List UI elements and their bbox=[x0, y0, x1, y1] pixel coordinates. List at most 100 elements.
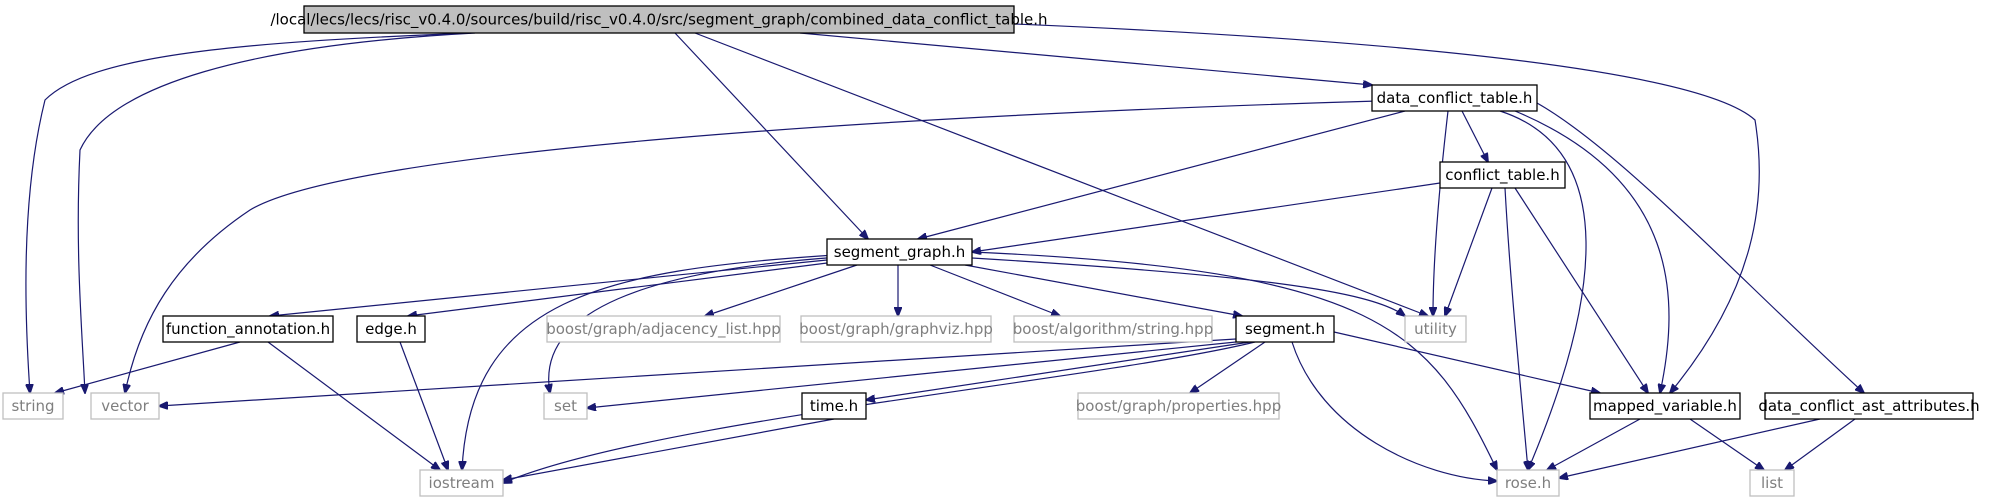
node-label: boost/graph/properties.hpp bbox=[1076, 397, 1281, 415]
edge-data-conflict-table-h-to-rose-h bbox=[1499, 110, 1587, 470]
node-box bbox=[826, 238, 973, 266]
edge-conflict-table-h-to-utility bbox=[1445, 187, 1493, 316]
node-label: data_conflict_ast_attributes.h bbox=[1758, 397, 1979, 416]
node-label: function_annotation.h bbox=[166, 320, 330, 339]
node-label: string bbox=[11, 397, 54, 415]
node-box bbox=[1496, 469, 1560, 497]
edge-data-conflict-table-h-to-mapped-variable-h bbox=[1514, 110, 1670, 393]
edge-data-conflict-table-h-to-utility bbox=[1433, 110, 1449, 316]
node-set: set bbox=[543, 392, 588, 420]
edge-segment-graph-h-to-adjacency-list bbox=[705, 264, 858, 316]
edge-segment-h-to-iostream bbox=[503, 341, 1256, 483]
node-rose-h: rose.h bbox=[1496, 469, 1560, 497]
node-label: boost/graph/graphviz.hpp bbox=[799, 320, 993, 338]
edge-segment-graph-h-to-rose-h bbox=[971, 251, 1497, 470]
node-list: list bbox=[1749, 469, 1795, 497]
node-segment-h[interactable]: segment.h bbox=[1235, 315, 1335, 343]
edge-root-to-utility bbox=[694, 32, 1428, 316]
node-box bbox=[1235, 315, 1335, 343]
node-root[interactable]: /local/lecs/lecs/risc_v0.4.0/sources/bui… bbox=[270, 5, 1048, 34]
node-data-conflict-ast-attributes-h[interactable]: data_conflict_ast_attributes.h bbox=[1758, 392, 1980, 420]
node-label: rose.h bbox=[1505, 474, 1551, 492]
node-box bbox=[2, 392, 64, 420]
node-label: boost/algorithm/string.hpp bbox=[1013, 320, 1213, 338]
node-data-conflict-table-h[interactable]: data_conflict_table.h bbox=[1371, 84, 1538, 112]
node-function-annotation-h[interactable]: function_annotation.h bbox=[162, 315, 334, 343]
edge-data-conflict-table-h-to-vector bbox=[125, 100, 1379, 393]
edge-root-to-segment-graph-h bbox=[674, 32, 868, 239]
edge-mapped-variable-h-to-rose-h bbox=[1547, 418, 1641, 470]
node-label: time.h bbox=[810, 397, 858, 415]
node-vector: vector bbox=[90, 392, 160, 420]
node-time-h[interactable]: time.h bbox=[801, 392, 867, 420]
node-label: utility bbox=[1414, 320, 1457, 338]
node-box bbox=[1589, 392, 1741, 420]
edge-segment-h-to-properties bbox=[1190, 341, 1266, 393]
edge-segment-graph-h-to-edge-h bbox=[408, 261, 836, 316]
node-box bbox=[1404, 315, 1467, 343]
node-algorithm-string: boost/algorithm/string.hpp bbox=[1013, 315, 1213, 343]
edge-segment-graph-h-to-function-annotation-h bbox=[270, 259, 828, 316]
edge-root-to-data-conflict-table-h bbox=[799, 32, 1372, 85]
node-label: /local/lecs/lecs/risc_v0.4.0/sources/bui… bbox=[270, 11, 1047, 30]
edge-layer bbox=[25, 23, 1864, 483]
node-box bbox=[1439, 161, 1566, 189]
node-iostream: iostream bbox=[419, 469, 504, 497]
node-adjacency-list: boost/graph/adjacency_list.hpp bbox=[546, 315, 781, 343]
node-box bbox=[546, 315, 781, 343]
edge-segment-h-to-time-h bbox=[866, 341, 1251, 400]
node-box bbox=[162, 315, 334, 343]
node-box bbox=[303, 5, 1015, 34]
node-segment-graph-h[interactable]: segment_graph.h bbox=[826, 238, 973, 266]
node-box bbox=[90, 392, 160, 420]
edge-segment-graph-h-to-set bbox=[549, 256, 841, 393]
node-label: conflict_table.h bbox=[1445, 166, 1559, 185]
node-label: vector bbox=[101, 397, 149, 415]
node-box bbox=[800, 315, 992, 343]
edge-segment-h-to-set bbox=[587, 341, 1237, 408]
edge-function-annotation-h-to-iostream bbox=[267, 341, 440, 470]
node-label: list bbox=[1761, 474, 1783, 492]
node-utility: utility bbox=[1404, 315, 1467, 343]
edge-root-to-vector bbox=[77, 32, 476, 393]
node-mapped-variable-h[interactable]: mapped_variable.h bbox=[1589, 392, 1741, 420]
node-layer: /local/lecs/lecs/risc_v0.4.0/sources/bui… bbox=[2, 5, 1980, 497]
node-box bbox=[356, 315, 426, 343]
node-box bbox=[419, 469, 504, 497]
node-label: iostream bbox=[429, 474, 495, 492]
edge-segment-graph-h-to-segment-h bbox=[964, 264, 1242, 316]
node-label: mapped_variable.h bbox=[1593, 397, 1737, 416]
edge-mapped-variable-h-to-list bbox=[1689, 418, 1764, 470]
edge-segment-graph-h-to-utility bbox=[971, 257, 1405, 316]
edge-root-to-string bbox=[25, 32, 472, 393]
edge-data-conflict-table-h-to-conflict-table-h bbox=[1461, 110, 1488, 162]
edge-segment-graph-h-to-algorithm-string bbox=[929, 264, 1060, 316]
edge-segment-h-to-vector bbox=[159, 338, 1237, 406]
node-conflict-table-h[interactable]: conflict_table.h bbox=[1439, 161, 1566, 189]
node-string: string bbox=[2, 392, 64, 420]
edge-root-to-mapped-variable-h bbox=[1013, 23, 1760, 393]
node-box bbox=[1371, 84, 1538, 112]
edge-segment-graph-h-to-iostream bbox=[462, 254, 836, 470]
node-label: segment.h bbox=[1245, 320, 1325, 338]
node-box bbox=[1749, 469, 1795, 497]
edge-data-conflict-ast-attributes-h-to-rose-h bbox=[1559, 418, 1821, 478]
node-box bbox=[1013, 315, 1213, 343]
node-graphviz: boost/graph/graphviz.hpp bbox=[799, 315, 993, 343]
edge-time-h-to-iostream bbox=[503, 418, 835, 480]
node-box bbox=[801, 392, 867, 420]
edge-data-conflict-table-h-to-data-conflict-ast-attributes-h bbox=[1536, 102, 1864, 393]
node-label: data_conflict_table.h bbox=[1377, 89, 1533, 108]
node-label: segment_graph.h bbox=[834, 243, 965, 262]
node-edge-h[interactable]: edge.h bbox=[356, 315, 426, 343]
node-box bbox=[543, 392, 588, 420]
node-box bbox=[1077, 392, 1280, 420]
edge-segment-h-to-rose-h bbox=[1291, 341, 1497, 481]
node-label: set bbox=[554, 397, 577, 415]
node-box bbox=[1764, 392, 1974, 420]
edge-conflict-table-h-to-rose-h bbox=[1504, 187, 1528, 470]
node-label: boost/graph/adjacency_list.hpp bbox=[546, 320, 781, 339]
edge-data-conflict-table-h-to-segment-graph-h bbox=[918, 110, 1406, 239]
edge-segment-h-to-mapped-variable-h bbox=[1333, 331, 1600, 393]
